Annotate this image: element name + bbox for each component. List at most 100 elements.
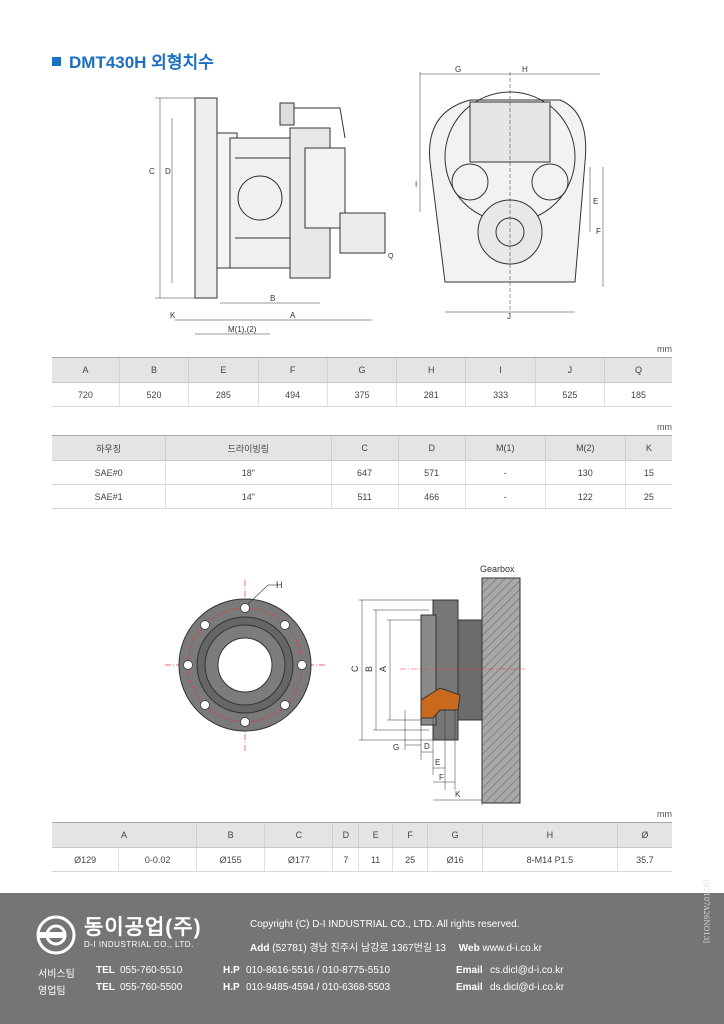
service-hp-label: H.P [223,965,240,976]
t1-c6: 333 [465,382,536,407]
t2-r1-c2: 511 [330,484,399,509]
section-label-f: F [439,773,444,782]
t1-c8: 185 [604,382,672,407]
sales-tel: 055-760-5500 [120,982,183,993]
t1-h8: Q [604,357,672,383]
table1: A B E F G H I J Q 720 520 285 494 375 28… [52,357,672,407]
t1-c2: 285 [188,382,259,407]
company-logo-icon [36,915,76,955]
t2-r1-c1: 14" [165,484,331,509]
section-label-b: B [364,666,374,672]
side-label-k: K [170,311,176,320]
side-label-q: Q [388,253,394,260]
sales-email[interactable]: ds.dicl@d-i.co.kr [490,982,565,993]
t2-h3: D [397,435,466,461]
t3-c0: Ø129 [52,847,119,872]
t1-c0: 720 [52,382,120,407]
t2-r0-c3: 571 [397,460,466,485]
t3-h3: D [332,822,359,848]
section-label-e: E [435,758,440,767]
sales-tel-label: TEL [96,982,115,993]
section-label-d: D [424,742,430,751]
table-row: 720 520 285 494 375 281 333 525 185 [52,382,672,407]
t2-h4: M(1) [464,435,546,461]
t2-r0-c4: - [464,460,546,485]
front-label-h: H [522,65,528,74]
front-label-f: F [596,227,601,236]
service-email[interactable]: cs.dicl@d-i.co.kr [490,965,564,976]
t2-h5: M(2) [544,435,626,461]
t3-h8: Ø [616,822,672,848]
brand-name-ko: 동이공업(주) [84,916,202,939]
t1-c5: 281 [396,382,466,407]
t1-c1: 520 [118,382,189,407]
web-link[interactable]: www.d-i.co.kr [482,943,542,954]
gearbox-label: Gearbox [480,564,515,574]
t3-c9: 35.7 [616,847,672,872]
t3-c6: 25 [391,847,428,872]
title-text: DMT430H 외형치수 [69,53,214,72]
sales-team: 영업팀 [38,986,66,997]
document-code: [B2107A26NO13] [702,879,710,943]
footer: 동이공업(주) D-I INDUSTRIAL CO., LTD. Copyrig… [0,880,724,1024]
table3: A B C D E F G H Ø Ø129 0-0.02 Ø155 Ø177 … [52,822,672,872]
t2-r1-c0: SAE#1 [52,484,166,509]
side-label-a: A [290,311,296,320]
section-label-g: G [393,743,399,752]
add-label: Add [250,943,270,954]
t1-h3: F [257,357,328,383]
t1-h6: I [465,357,536,383]
service-hp: 010-8616-5516 / 010-8775-5510 [246,965,391,976]
section-label-a: A [378,666,388,672]
sales-hp: 010-9485-4594 / 010-6368-5503 [246,982,391,993]
t1-c4: 375 [326,382,397,407]
brand-name-en: D-I INDUSTRIAL CO., LTD. [84,940,194,949]
table3-header-row: A B C D E F G H Ø [52,822,672,848]
table1-header-row: A B E F G H I J Q [52,357,672,383]
t3-h1: B [196,822,265,848]
t1-h0: A [52,357,120,383]
page-title: DMT430H 외형치수 [52,48,214,73]
sales-email-label: Email [456,982,483,993]
t3-h4: E [358,822,393,848]
t3-c1: 0-0.02 [118,847,197,872]
t2-r0-c0: SAE#0 [52,460,166,485]
t2-h6: K [624,435,672,461]
t2-r1-c6: 25 [624,484,672,509]
sales-hp-label: H.P [223,982,240,993]
side-label-c: C [149,167,155,176]
t2-r0-c2: 647 [330,460,399,485]
front-label-j: J [507,312,511,321]
t1-h5: H [396,357,466,383]
t3-h6: G [427,822,483,848]
t1-h4: G [326,357,397,383]
t2-h2: C [330,435,399,461]
table-row: SAE#1 14" 511 466 - 122 25 [52,484,672,509]
table3-unit: mm [657,809,672,819]
t1-c7: 525 [534,382,605,407]
front-label-g: G [455,65,461,74]
t1-h1: B [118,357,189,383]
t2-r1-c3: 466 [397,484,466,509]
t2-r0-c1: 18" [165,460,331,485]
t1-h2: E [188,357,259,383]
t3-c2: Ø155 [196,847,265,872]
table-row: SAE#0 18" 647 571 - 130 15 [52,460,672,485]
t3-h5: F [391,822,428,848]
t3-c5: 11 [358,847,393,872]
front-label-i: I [415,180,417,189]
front-label-e: E [593,197,598,206]
t3-c7: Ø16 [427,847,483,872]
t3-h7: H [481,822,618,848]
t3-c4: 7 [332,847,359,872]
t3-h2: C [264,822,333,848]
address-line: Add (52781) 경남 진주시 남강로 1367번길 13 Web www… [250,939,542,954]
t2-r0-c6: 15 [624,460,672,485]
service-tel-label: TEL [96,965,115,976]
side-label-m: M(1),(2) [228,325,257,334]
front-view-drawing: G H I E F J [415,65,604,321]
t2-r1-c5: 122 [544,484,626,509]
table2: 하우징 드라이빙링 C D M(1) M(2) K SAE#0 18" 647 … [52,435,672,509]
t3-h0: A [52,822,197,848]
service-team: 서비스팀 [38,969,75,980]
